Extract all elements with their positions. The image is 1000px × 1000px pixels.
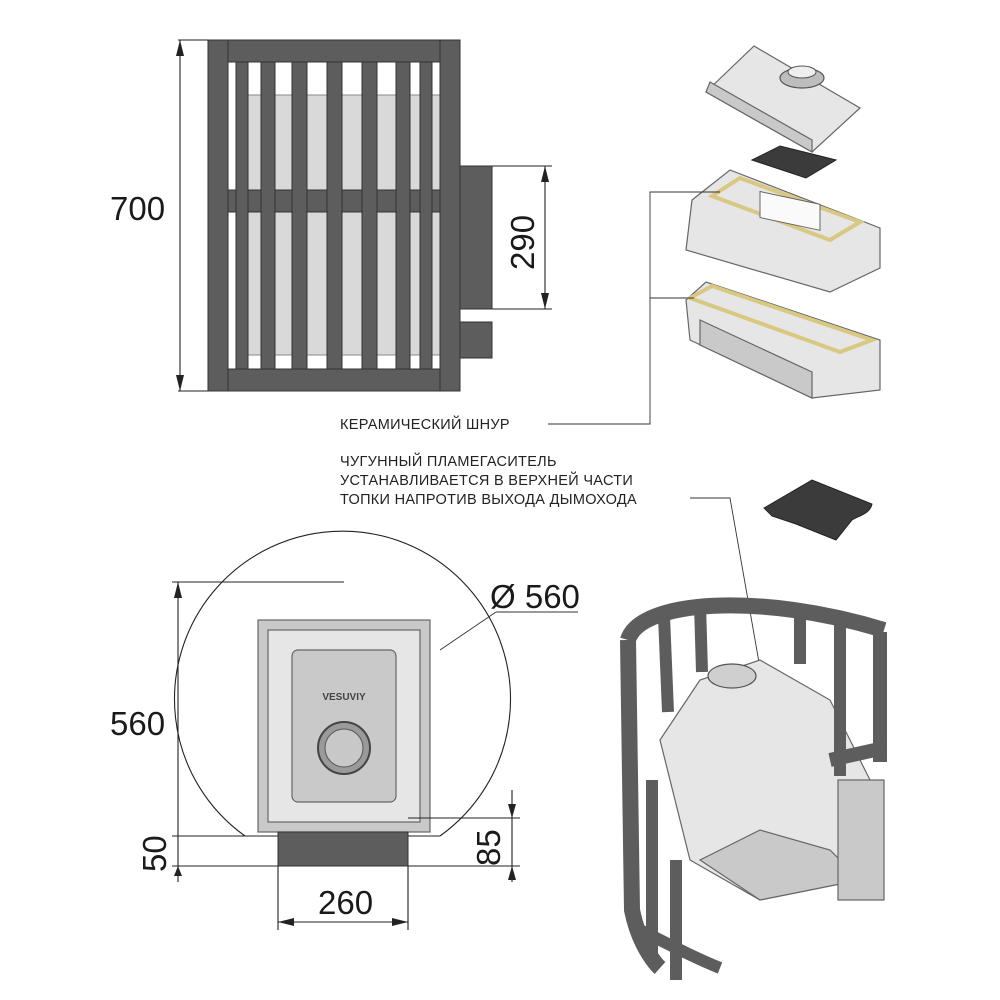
grille-bar <box>439 39 461 392</box>
flame-arrester-line-1: ЧУГУННЫЙ ПЛАМЕГАСИТЕЛЬ <box>340 452 557 470</box>
dim-arrow <box>176 40 184 56</box>
grille-bar <box>235 61 249 370</box>
upper-ring <box>685 169 881 293</box>
cage-bottom-ring <box>637 924 723 974</box>
exploded-view: КЕРАМИЧЕСКИЙ ШНУР <box>340 45 881 433</box>
cage-bar <box>658 615 674 713</box>
ceramic-cord-top <box>707 175 865 243</box>
side-view: 700 290 <box>110 39 552 392</box>
cutaway-chimney-collar <box>707 663 757 689</box>
flame-arrester-line-3: ТОПКИ НАПРОТИВ ВЫХОДА ДЫМОХОДА <box>340 492 637 508</box>
dim-arrow <box>392 918 408 926</box>
cutaway-tunnel <box>837 779 885 901</box>
dim-arrow <box>541 293 549 309</box>
grille-bar <box>395 61 411 370</box>
front-view: VESUVIY Ø 560 560 50 85 260 <box>110 530 580 930</box>
upper-ring-opening <box>759 190 821 231</box>
cage-middle-ring <box>828 741 886 767</box>
dim-arrow <box>508 866 516 880</box>
dim-arrow <box>541 166 549 182</box>
grille-bar <box>361 61 378 370</box>
cutaway-view <box>620 597 887 980</box>
flame-arrester-note: ЧУГУННЫЙ ПЛАМЕГАСИТЕЛЬ УСТАНАВЛИВАЕТСЯ В… <box>340 452 873 669</box>
lower-firebox <box>685 281 881 399</box>
ceramic-cord-label: КЕРАМИЧЕСКИЙ ШНУР <box>340 415 510 433</box>
dim-arrow <box>176 375 184 391</box>
top-cover-side <box>705 81 813 154</box>
grille-bar <box>260 61 276 370</box>
diameter-label: Ø 560 <box>490 578 580 615</box>
ceramic-cord-bottom <box>685 283 878 355</box>
grille-bar <box>326 61 343 370</box>
dim-arrow <box>174 866 182 876</box>
dim-chimney-label: 290 <box>504 215 541 270</box>
dim-arrow <box>278 918 294 926</box>
dim-arrow <box>174 582 182 598</box>
grille-bar <box>207 39 229 392</box>
flame-arrester-line-2: УСТАНАВЛИВАЕТСЯ В ВЕРХНЕЙ ЧАСТИ <box>340 471 633 489</box>
chimney-outlet <box>459 165 493 310</box>
dim-tunnel-width-label: 260 <box>318 884 373 921</box>
side-view-body <box>244 94 446 356</box>
dim-height-label: 700 <box>110 190 165 227</box>
flame-arrester-part <box>763 479 873 541</box>
firebox-tunnel <box>277 831 409 867</box>
dim-width-label: 560 <box>110 705 165 742</box>
dim-arrow <box>508 804 516 818</box>
ceramic-cord-leader <box>548 191 720 425</box>
diameter-leader <box>439 611 497 651</box>
cage-bar <box>694 603 708 673</box>
gasket-plate <box>750 145 838 179</box>
door-window-glass <box>324 728 364 768</box>
grille-circle-outline <box>173 530 512 837</box>
dim-base-offset-label: 50 <box>136 835 173 872</box>
grille-top-band <box>207 39 461 63</box>
firebox-tunnel-stub <box>459 321 493 359</box>
door-logo: VESUVIY <box>322 692 366 703</box>
lower-firebox-front <box>699 319 813 399</box>
grille-bar <box>419 61 433 370</box>
grille-bottom-band <box>207 368 461 392</box>
grille-bar <box>291 61 308 370</box>
chimney-hole <box>787 65 817 79</box>
dim-tunnel-height-label: 85 <box>470 829 507 866</box>
